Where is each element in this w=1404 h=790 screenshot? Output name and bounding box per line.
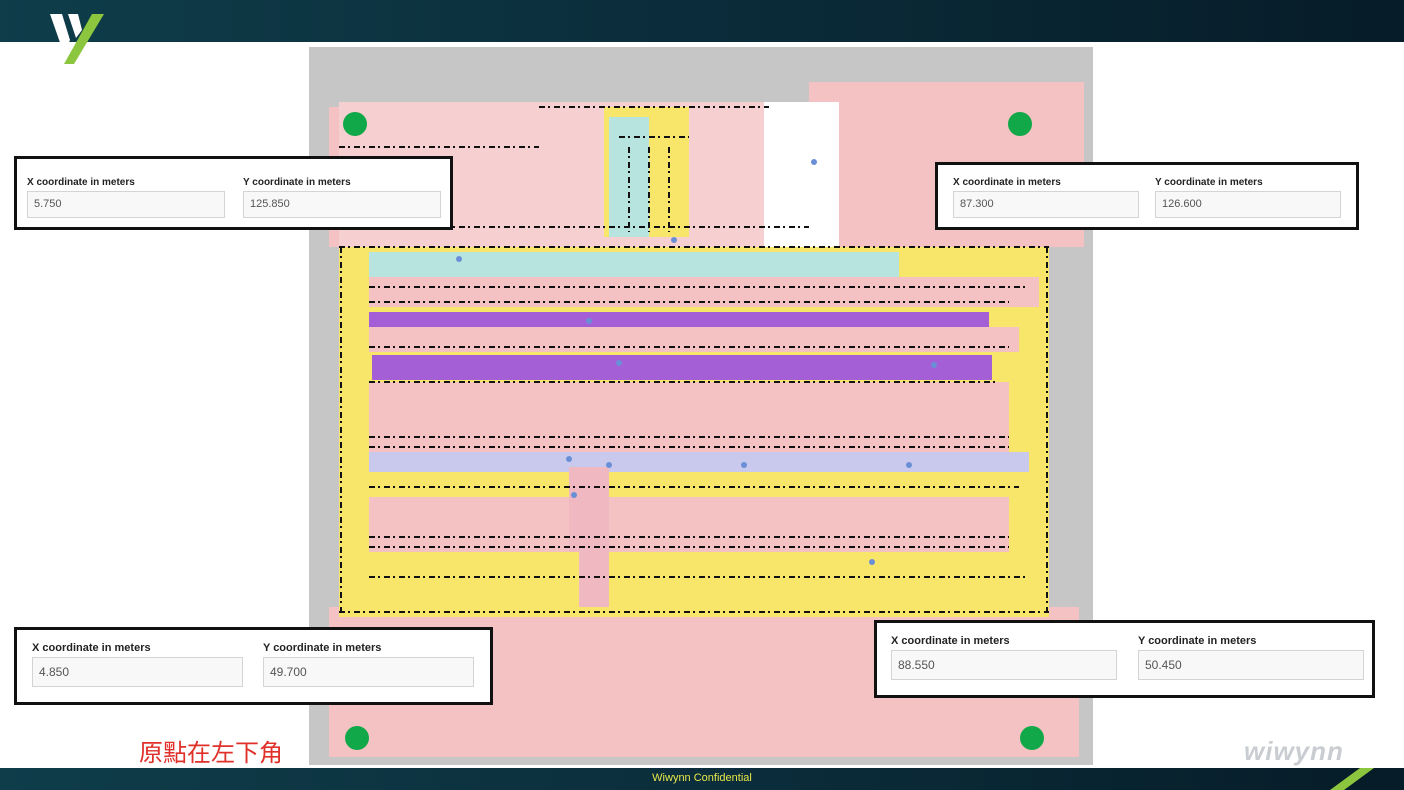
- x-coordinate-label: X coordinate in meters: [32, 642, 151, 654]
- y-coordinate-field: Y coordinate in meters 50.450: [1138, 635, 1364, 680]
- footer-accent-icon: [1330, 768, 1374, 790]
- y-coordinate-field: Y coordinate in meters 125.850: [243, 177, 441, 218]
- x-coordinate-input[interactable]: 4.850: [32, 657, 243, 687]
- footer-bar: [0, 768, 1404, 790]
- corner-marker-bottom-right: [1020, 726, 1044, 750]
- x-coordinate-field: X coordinate in meters 88.550: [891, 635, 1117, 680]
- y-coordinate-field: Y coordinate in meters 49.700: [263, 642, 474, 687]
- y-coordinate-input[interactable]: 125.850: [243, 191, 441, 218]
- y-coordinate-label: Y coordinate in meters: [263, 642, 382, 654]
- x-coordinate-label: X coordinate in meters: [27, 177, 135, 188]
- coord-box-top-left: X coordinate in meters 5.750 Y coordinat…: [14, 156, 453, 230]
- y-coordinate-label: Y coordinate in meters: [243, 177, 351, 188]
- y-coordinate-input[interactable]: 126.600: [1155, 191, 1341, 218]
- header-bar: [0, 0, 1404, 42]
- corner-marker-top-right: [1008, 112, 1032, 136]
- origin-note: 原點在左下角: [139, 739, 283, 767]
- coord-box-bottom-left: X coordinate in meters 4.850 Y coordinat…: [14, 627, 493, 705]
- brand-logo: wiwynn: [1244, 736, 1344, 766]
- coord-box-bottom-right: X coordinate in meters 88.550 Y coordina…: [874, 620, 1375, 698]
- y-coordinate-field: Y coordinate in meters 126.600: [1155, 177, 1341, 218]
- y-coordinate-input[interactable]: 49.700: [263, 657, 474, 687]
- coord-box-top-right: X coordinate in meters 87.300 Y coordina…: [935, 162, 1359, 230]
- wiwynn-v-logo-icon: [50, 14, 104, 64]
- x-coordinate-input[interactable]: 5.750: [27, 191, 225, 218]
- x-coordinate-input[interactable]: 88.550: [891, 650, 1117, 680]
- corner-marker-top-left: [343, 112, 367, 136]
- y-coordinate-input[interactable]: 50.450: [1138, 650, 1364, 680]
- y-coordinate-label: Y coordinate in meters: [1138, 635, 1257, 647]
- corner-marker-bottom-left: [345, 726, 369, 750]
- x-coordinate-input[interactable]: 87.300: [953, 191, 1139, 218]
- x-coordinate-field: X coordinate in meters 87.300: [953, 177, 1139, 218]
- x-coordinate-label: X coordinate in meters: [891, 635, 1010, 647]
- x-coordinate-label: X coordinate in meters: [953, 177, 1061, 188]
- footer-confidential-text: Wiwynn Confidential: [652, 772, 752, 784]
- x-coordinate-field: X coordinate in meters 5.750: [27, 177, 225, 218]
- x-coordinate-field: X coordinate in meters 4.850: [32, 642, 243, 687]
- y-coordinate-label: Y coordinate in meters: [1155, 177, 1263, 188]
